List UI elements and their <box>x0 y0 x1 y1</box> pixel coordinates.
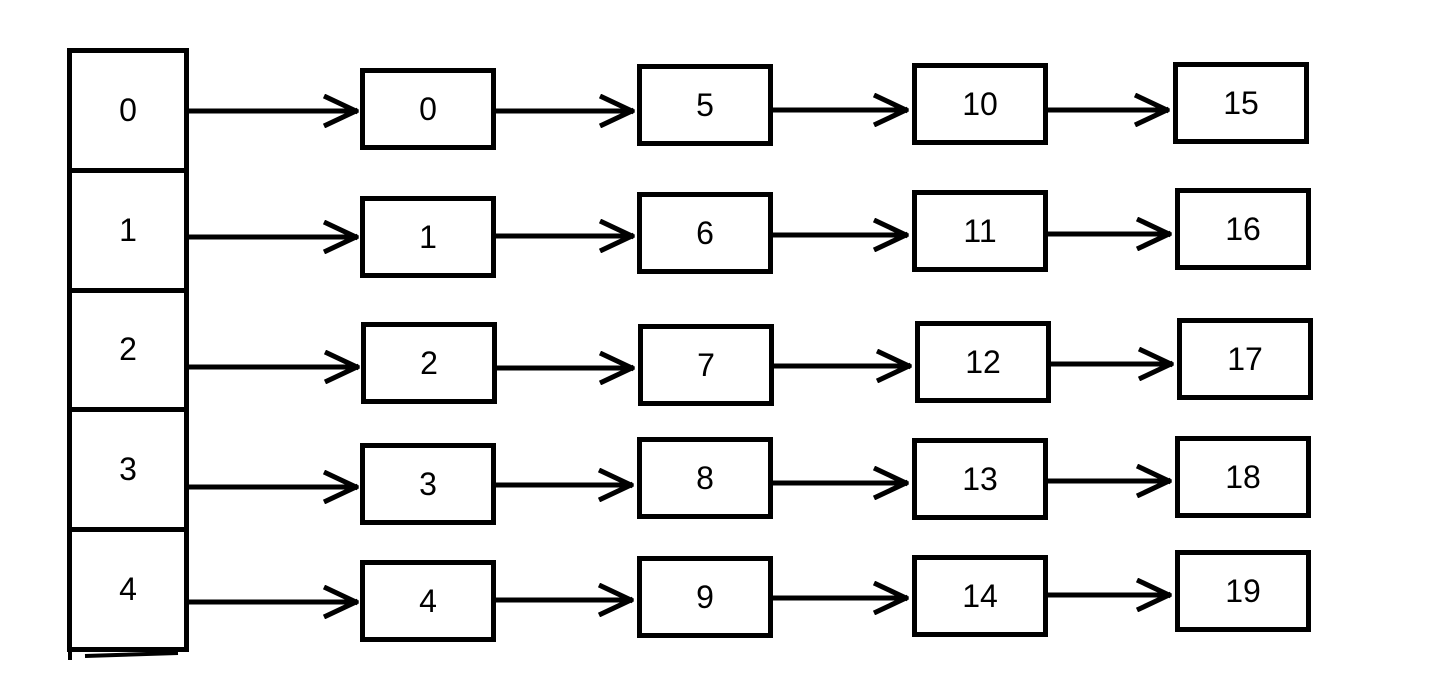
bucket-array: 0 1 2 3 4 <box>67 48 189 652</box>
arrow-row2 <box>189 364 1170 368</box>
node-box: 19 <box>1175 550 1311 632</box>
node-box: 18 <box>1175 436 1311 518</box>
node-box: 1 <box>360 196 496 278</box>
node-box: 11 <box>912 190 1048 272</box>
node-box: 0 <box>360 68 496 150</box>
node-box: 4 <box>360 560 496 642</box>
node-box: 16 <box>1175 188 1311 270</box>
node-box: 6 <box>637 192 773 274</box>
arrow-row4 <box>189 595 1168 602</box>
node-box: 14 <box>912 555 1048 637</box>
node-box: 17 <box>1177 318 1313 400</box>
node-box: 3 <box>360 443 496 525</box>
node-box: 10 <box>912 63 1048 145</box>
arrow-row3 <box>189 481 1168 487</box>
node-box: 8 <box>637 437 773 519</box>
node-box: 7 <box>638 324 774 406</box>
array-cell: 2 <box>72 293 184 413</box>
node-box: 2 <box>361 322 497 404</box>
arrow-row1 <box>189 234 1168 237</box>
arrow-row0 <box>189 110 1166 111</box>
node-box: 9 <box>637 556 773 638</box>
array-cell: 4 <box>119 571 137 608</box>
node-box: 15 <box>1173 62 1309 144</box>
node-box: 5 <box>637 64 773 146</box>
array-cell: 3 <box>72 412 184 533</box>
node-box: 12 <box>915 321 1051 403</box>
array-cell: 1 <box>72 173 184 293</box>
node-box: 13 <box>912 438 1048 520</box>
array-cell: 0 <box>72 53 184 173</box>
overdraw-line <box>84 651 179 658</box>
